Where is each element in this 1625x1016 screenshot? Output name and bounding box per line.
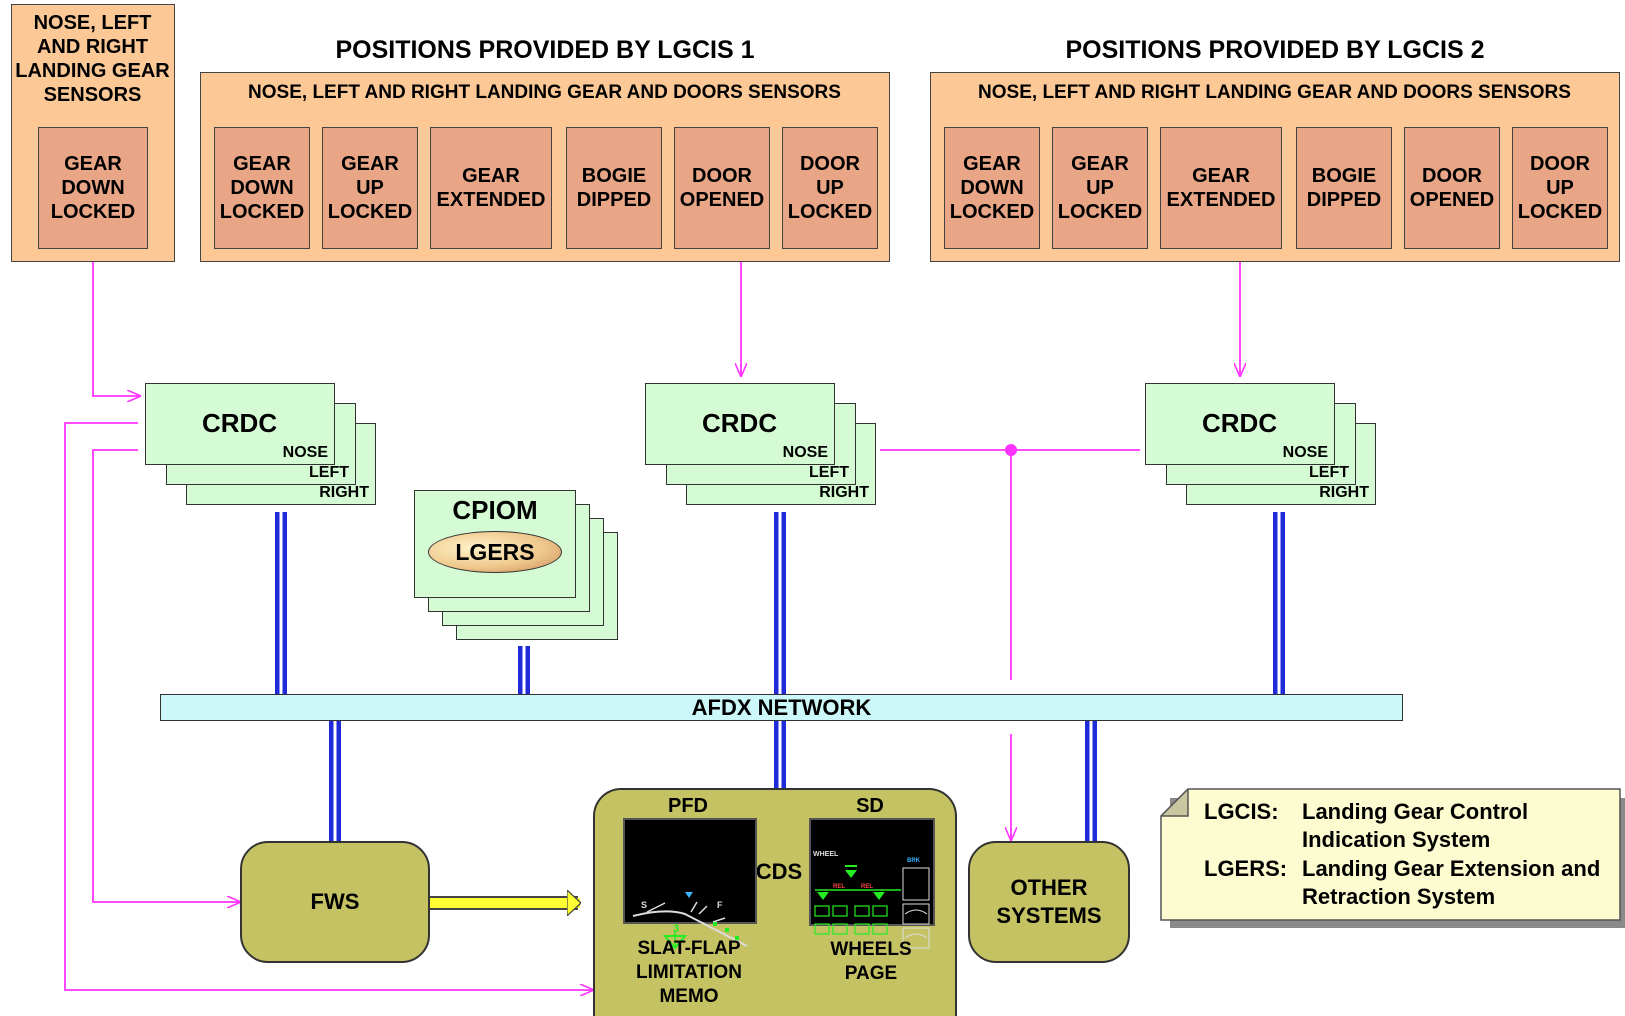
cpiom-title: CPIOM — [452, 494, 538, 525]
legend-abbr-lgers: LGERS: — [1204, 856, 1288, 881]
crdc-stack-1: RIGHT LEFT CRDC NOSE — [145, 383, 377, 507]
lgcis2-gear-up-locked: GEAR UP LOCKED — [1052, 127, 1148, 249]
crdc-label-nose: NOSE — [1282, 444, 1328, 461]
svg-text:F: F — [717, 900, 723, 910]
lgcis1-gear-up-locked: GEAR UP LOCKED — [322, 127, 418, 249]
bus-crdc1-afdx — [275, 512, 287, 694]
crdc-label-nose: NOSE — [282, 444, 328, 461]
bus-crdc3-afdx — [1273, 512, 1285, 694]
crdc-title: CRDC — [202, 408, 278, 438]
sd-caption: WHEELS PAGE — [830, 939, 912, 984]
nose-sensor-panel-title: NOSE, LEFT AND RIGHT LANDING GEAR SENSOR… — [15, 12, 170, 106]
svg-text:WHEEL: WHEEL — [813, 851, 839, 858]
lgcis2-gear-extended: GEAR EXTENDED — [1160, 127, 1282, 249]
arrow-crdc-to-cds — [64, 422, 593, 990]
legend-card — [1160, 788, 1621, 921]
signal-lines — [64, 262, 1240, 990]
crdc-title: CRDC — [1202, 408, 1278, 438]
crdc-label-nose: NOSE — [782, 444, 828, 461]
cds-box: PFD SD CDS S F 3 WHEEL — [593, 788, 957, 1016]
afdx-network-bar: AFDX NETWORK — [160, 694, 1403, 721]
legend-note: LGCIS: Landing Gear Control Indication S… — [1160, 788, 1625, 930]
legend-def-lgcis-line1: Landing Gear Control — [1302, 799, 1529, 824]
bus-afdx-cds — [774, 720, 786, 790]
sd-wheels-display: WHEEL REL REL BRK — [813, 851, 930, 949]
lgcis2-heading: POSITIONS PROVIDED BY LGCIS 2 — [1065, 35, 1485, 64]
lgcis2-panel-title: NOSE, LEFT AND RIGHT LANDING GEAR AND DO… — [978, 82, 1571, 103]
cds-label: CDS — [755, 859, 803, 884]
lgcis2-bogie-dipped: BOGIE DIPPED — [1296, 127, 1392, 249]
bus-cpiom-afdx — [518, 646, 530, 694]
legend-abbr-lgcis: LGCIS: — [1204, 799, 1279, 824]
crdc-stack-3: RIGHT LEFT CRDC NOSE — [1145, 383, 1377, 507]
crdc-stack-2: RIGHT LEFT CRDC NOSE — [645, 383, 877, 507]
pfd-caption: SLAT-FLAP LIMITATION MEMO — [636, 938, 742, 1007]
bus-afdx-fws — [329, 720, 341, 844]
crdc-label-right: RIGHT — [819, 484, 869, 501]
legend-def-lgers-line1: Landing Gear Extension and — [1302, 856, 1601, 881]
bus-crdc2-afdx — [774, 512, 786, 694]
other-systems-box: OTHER SYSTEMS — [968, 841, 1130, 963]
cpiom-stack: CPIOM LGERS — [414, 490, 620, 642]
crdc-card-nose: CRDC NOSE — [1145, 383, 1335, 465]
lgcis2-door-up-locked: DOOR UP LOCKED — [1512, 127, 1608, 249]
lgcis2-door-opened: DOOR OPENED — [1404, 127, 1500, 249]
pfd-title: PFD — [668, 795, 708, 817]
sd-title: SD — [856, 795, 884, 817]
svg-text:3: 3 — [673, 923, 679, 935]
lgcis1-gear-extended: GEAR EXTENDED — [430, 127, 552, 249]
lgers-oval: LGERS — [428, 531, 562, 573]
pfd-slat-flap-display: S F 3 — [632, 892, 748, 950]
svg-text:S: S — [641, 900, 647, 910]
nose-gear-down-locked-sensor: GEAR DOWN LOCKED — [38, 127, 148, 249]
pfd-screen: S F 3 — [623, 818, 757, 950]
legend-def-lgers-line2: Retraction System — [1302, 884, 1496, 909]
crdc-label-right: RIGHT — [319, 484, 369, 501]
crdc-label-left: LEFT — [309, 464, 349, 481]
lgcis2-gear-down-locked: GEAR DOWN LOCKED — [944, 127, 1040, 249]
cpiom-card-front: CPIOM LGERS — [414, 490, 576, 598]
lgcis1-bogie-dipped: BOGIE DIPPED — [566, 127, 662, 249]
crdc-label-left: LEFT — [1309, 464, 1349, 481]
arrow-crdc-to-fws — [92, 449, 240, 902]
lgcis1-heading: POSITIONS PROVIDED BY LGCIS 1 — [335, 35, 755, 64]
legend-def-lgcis-line2: Indication System — [1302, 827, 1491, 852]
fws-box: FWS — [240, 841, 430, 963]
arrow-nose-sensors-to-crdc — [92, 262, 140, 396]
lgcis1-door-up-locked: DOOR UP LOCKED — [782, 127, 878, 249]
svg-text:BRK: BRK — [907, 858, 921, 864]
crdc-card-nose: CRDC NOSE — [145, 383, 335, 465]
svg-text:REL: REL — [833, 884, 845, 890]
crdc-card-nose: CRDC NOSE — [645, 383, 835, 465]
svg-text:REL: REL — [861, 884, 873, 890]
lgcis1-door-opened: DOOR OPENED — [674, 127, 770, 249]
junction-dot — [1005, 444, 1017, 456]
nose-sensor-panel: NOSE, LEFT AND RIGHT LANDING GEAR SENSOR… — [11, 4, 175, 262]
crdc-title: CRDC — [702, 408, 778, 438]
sd-screen: WHEEL REL REL BRK — [809, 818, 935, 949]
bus-lines — [275, 512, 1285, 844]
lgcis1-gear-down-locked: GEAR DOWN LOCKED — [214, 127, 310, 249]
lgcis1-panel-title: NOSE, LEFT AND RIGHT LANDING GEAR AND DO… — [248, 82, 841, 103]
bus-afdx-other — [1085, 720, 1097, 844]
crdc-label-left: LEFT — [809, 464, 849, 481]
lgcis1-sensor-panel: NOSE, LEFT AND RIGHT LANDING GEAR AND DO… — [200, 72, 890, 262]
crdc-label-right: RIGHT — [1319, 484, 1369, 501]
lgcis2-sensor-panel: NOSE, LEFT AND RIGHT LANDING GEAR AND DO… — [930, 72, 1620, 262]
